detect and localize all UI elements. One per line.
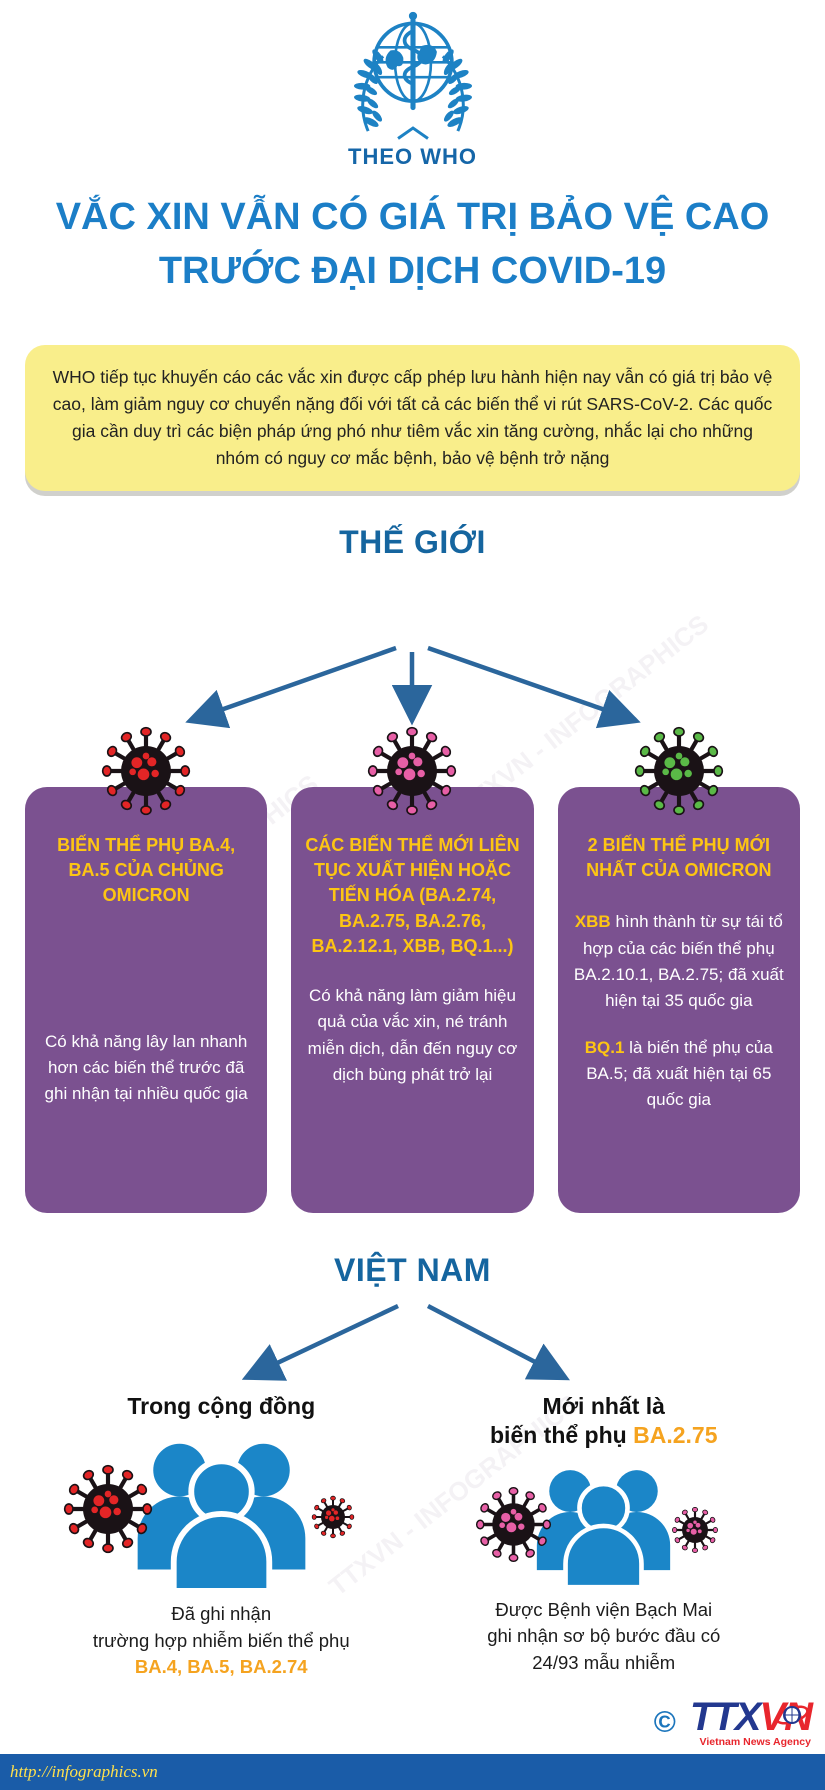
copyright-symbol: © — [653, 1706, 676, 1739]
variant-highlight-xbb: XBB — [574, 912, 611, 932]
world-heading: THẾ GIỚI — [339, 524, 486, 560]
virus-pink-icon — [362, 721, 462, 821]
card-body: Có khả năng làm giảm hiệu quả của vắc xi… — [307, 985, 518, 1084]
footer-url[interactable]: http://infographics.vn — [10, 1762, 158, 1781]
variant-highlight: BA.2.75 — [633, 1421, 718, 1448]
virus-red-icon — [58, 1459, 158, 1559]
virus-red-small-icon — [309, 1493, 357, 1541]
who-logo-icon — [353, 11, 474, 140]
community-caption: Đã ghi nhận trường hợp nhiễm biến thể ph… — [92, 1602, 350, 1678]
variant-card-ba4-ba5: BIẾN THỂ PHỤ BA.4, BA.5 CỦA CHỦNG OMICRO… — [25, 787, 268, 1213]
virus-green-icon — [629, 721, 729, 821]
community-column: Trong cộng đồng Đã ghi nhận trường hợp n… — [30, 1392, 413, 1681]
ttxvn-logo: © TTXVN Vietnam News Agency — [653, 1695, 813, 1748]
card-body-xbb: XBB hình thành từ sự tái tổ hợp của các … — [573, 912, 784, 1011]
world-cards: BIẾN THỂ PHỤ BA.4, BA.5 CỦA CHỦNG OMICRO… — [25, 787, 800, 1213]
vna-logo-box: TTXVN Vietnam News Agency — [689, 1695, 813, 1748]
virus-pink-small-icon — [669, 1504, 721, 1556]
latest-icon-block — [526, 1460, 681, 1593]
ttx-wordmark: TTX — [689, 1695, 762, 1739]
card-title: BIẾN THỂ PHỤ BA.4, BA.5 CỦA CHỦNG OMICRO… — [57, 835, 236, 906]
virus-red-icon — [96, 721, 196, 821]
variant-card-new-variants: CÁC BIẾN THỂ MỚI LIÊN TỤC XUẤT HIỆN HOẶC… — [291, 787, 534, 1213]
vna-subtitle: Vietnam News Agency — [699, 1736, 811, 1748]
main-title-line1: VẮC XIN VẪN CÓ GIÁ TRỊ BẢO VỆ CAO — [55, 196, 770, 238]
variant-card-xbb-bq1: 2 BIẾN THỂ PHỤ MỚI NHẤT CỦA OMICRON XBB … — [557, 787, 800, 1213]
card-title: 2 BIẾN THỂ PHỤ MỚI NHẤT CỦA OMICRON — [586, 835, 772, 881]
variant-highlight: BA.4, BA.5, BA.2.74 — [134, 1656, 308, 1678]
card-body: Có khả năng lây lan nhanh hơn các biến t… — [44, 1031, 248, 1104]
theo-who-label: THEO WHO — [348, 144, 477, 169]
latest-column: Mới nhất là biến thể phụ BA.2.75 Được Bệ… — [413, 1392, 796, 1681]
bach-mai-caption: Được Bệnh viện Bạch Mai ghi nhận sơ bộ b… — [487, 1598, 721, 1674]
card-title: CÁC BIẾN THỂ MỚI LIÊN TỤC XUẤT HIỆN HOẶC… — [305, 835, 520, 956]
main-title-line2: TRƯỚC ĐẠI DỊCH COVID-19 — [158, 250, 667, 292]
summary-box: WHO tiếp tục khuyến cáo các vắc xin được… — [25, 345, 800, 491]
vietnam-heading: VIỆT NAM — [334, 1252, 491, 1288]
footer-bar: http://infographics.vn — [0, 1754, 825, 1790]
main-title: VẮC XIN VẪN CÓ GIÁ TRỊ BẢO VỆ CAO TRƯỚC … — [0, 190, 825, 298]
summary-text: WHO tiếp tục khuyến cáo các vắc xin được… — [52, 366, 773, 469]
world-arrows — [185, 645, 641, 729]
community-title: Trong cộng đồng — [127, 1393, 316, 1419]
vietnam-columns: Trong cộng đồng Đã ghi nhận trường hợp n… — [30, 1392, 795, 1681]
vietnam-arrows — [241, 1303, 570, 1381]
virus-pink-icon — [471, 1482, 556, 1567]
card-body-bq1: BQ.1 là biến thể phụ của BA.5; đã xuất h… — [584, 1037, 773, 1110]
variant-highlight-bq1: BQ.1 — [584, 1037, 625, 1057]
latest-title: Mới nhất là biến thể phụ BA.2.75 — [490, 1393, 718, 1448]
community-icon-block — [124, 1431, 319, 1597]
vna-globe-icon — [775, 1705, 809, 1725]
